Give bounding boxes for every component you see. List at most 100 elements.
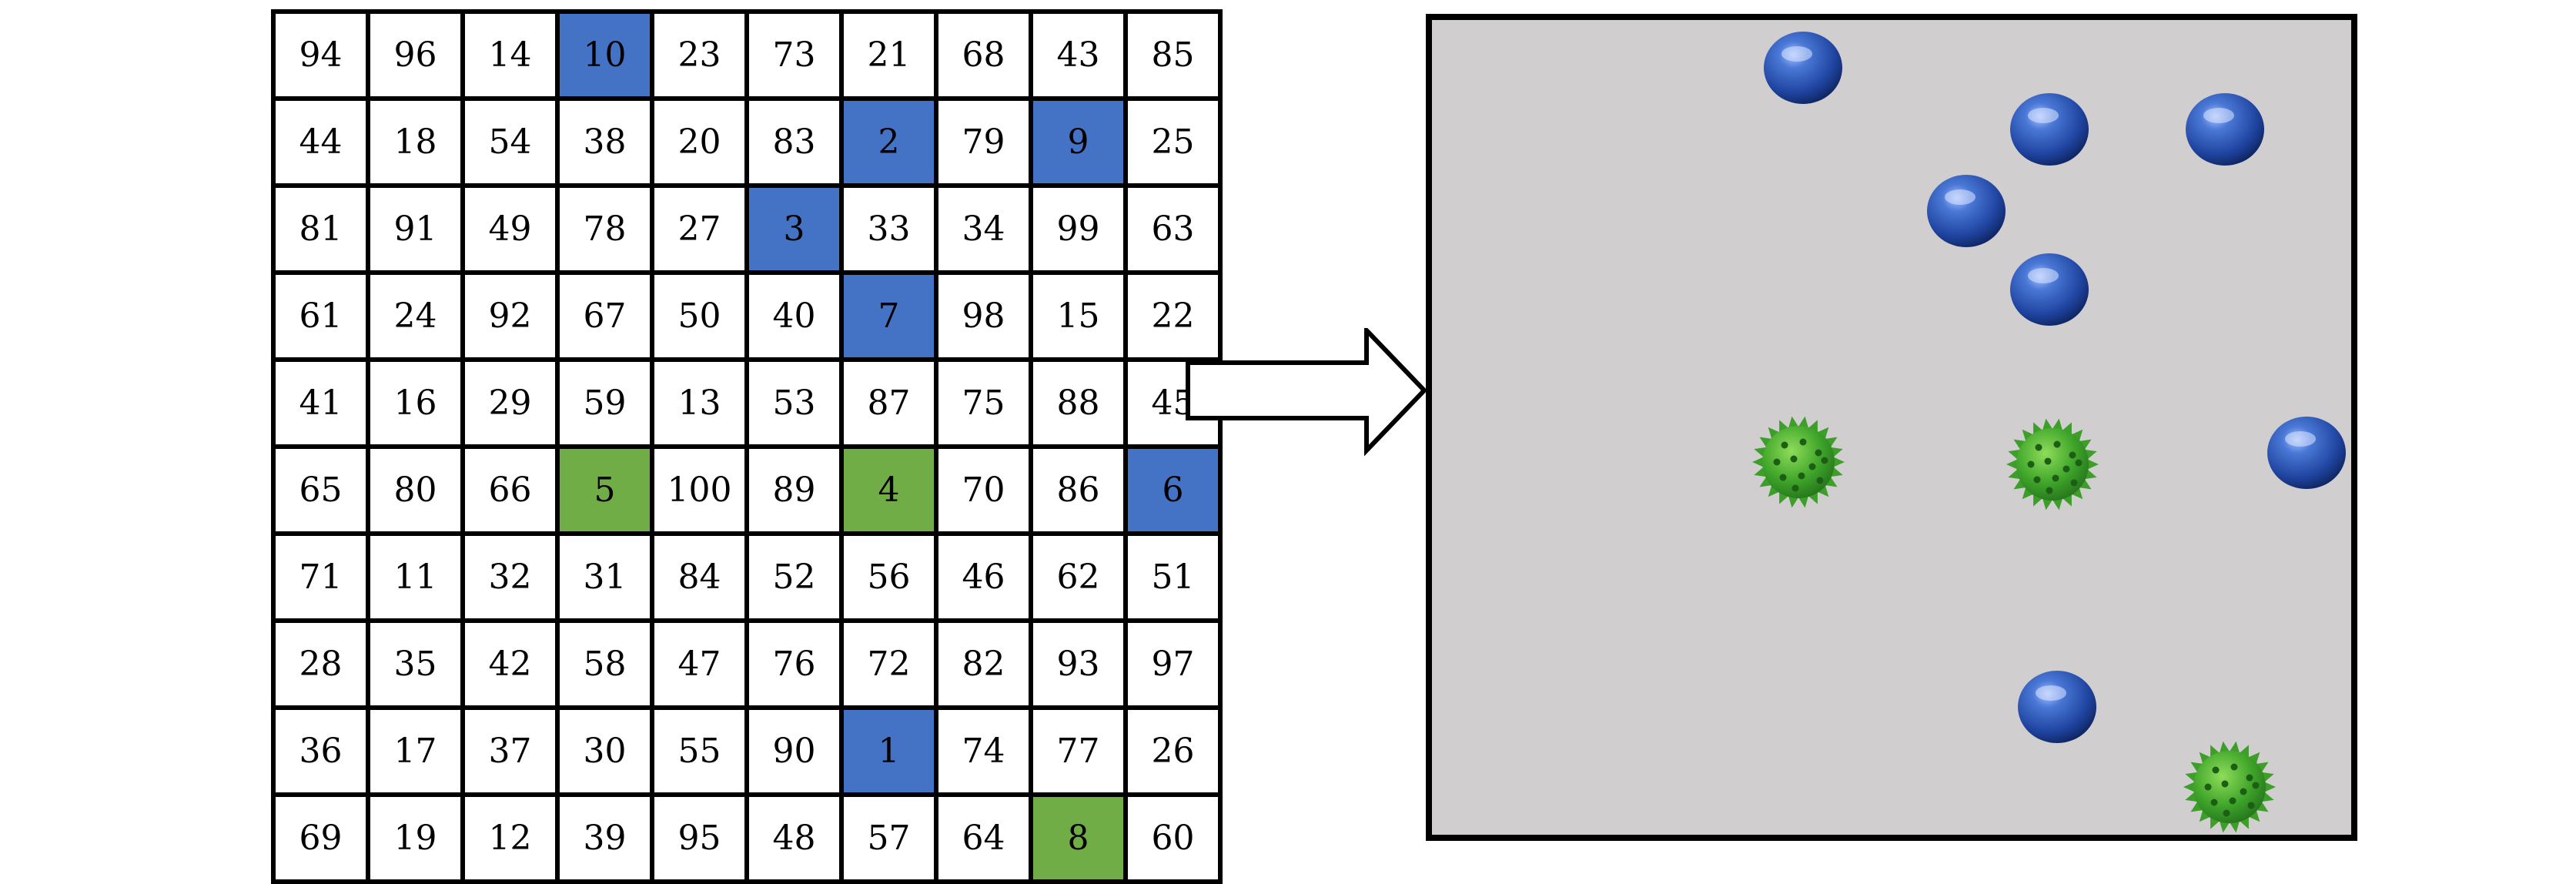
grid-cell: 8 xyxy=(1029,792,1128,884)
blue-sphere-icon xyxy=(2186,93,2264,166)
grid-cell: 18 xyxy=(366,96,465,188)
grid-cell: 62 xyxy=(1029,531,1128,623)
grid-cell: 80 xyxy=(366,444,465,536)
grid-cell: 9 xyxy=(1029,96,1128,188)
grid-cell: 51 xyxy=(1123,531,1223,623)
grid-cell: 38 xyxy=(555,96,654,188)
grid-cell: 12 xyxy=(460,792,560,884)
grid-cell: 25 xyxy=(1123,96,1223,188)
grid-cell: 37 xyxy=(460,705,560,797)
grid-cell: 33 xyxy=(839,183,938,275)
grid-cell: 49 xyxy=(460,183,560,275)
grid-cell: 6 xyxy=(1123,444,1223,536)
grid-cell: 78 xyxy=(555,183,654,275)
grid-cell: 39 xyxy=(555,792,654,884)
grid-cell: 35 xyxy=(366,618,465,710)
blue-sphere-icon xyxy=(1927,175,2006,247)
grid-cell: 5 xyxy=(555,444,654,536)
grid-cell: 75 xyxy=(934,357,1033,449)
right-arrow-icon xyxy=(1186,328,1428,457)
grid-cell: 29 xyxy=(460,357,560,449)
grid-cell: 10 xyxy=(555,9,654,101)
grid-cell: 47 xyxy=(650,618,749,710)
grid-cell: 89 xyxy=(744,444,844,536)
grid-cell: 64 xyxy=(934,792,1033,884)
grid-cell: 21 xyxy=(839,9,938,101)
blue-sphere-icon xyxy=(1764,32,1842,104)
grid-cell: 54 xyxy=(460,96,560,188)
grid-cell: 74 xyxy=(934,705,1033,797)
grid-cell: 86 xyxy=(1029,444,1128,536)
grid-cell: 99 xyxy=(1029,183,1128,275)
grid-cell: 65 xyxy=(271,444,370,536)
grid-cell: 36 xyxy=(271,705,370,797)
grid-cell: 68 xyxy=(934,9,1033,101)
grid-cell: 76 xyxy=(744,618,844,710)
grid-cell: 11 xyxy=(366,531,465,623)
grid-cell: 100 xyxy=(650,444,749,536)
grid-cell: 3 xyxy=(744,183,844,275)
grid-cell: 27 xyxy=(650,183,749,275)
grid-cell: 44 xyxy=(271,96,370,188)
green-spiky-ball-icon xyxy=(2183,741,2276,833)
grid-cell: 1 xyxy=(839,705,938,797)
grid-cell: 70 xyxy=(934,444,1033,536)
grid-cell: 55 xyxy=(650,705,749,797)
grid-cell: 88 xyxy=(1029,357,1128,449)
grid-cell: 56 xyxy=(839,531,938,623)
blue-sphere-icon xyxy=(2010,93,2089,166)
grid-cell: 90 xyxy=(744,705,844,797)
grid-cell: 98 xyxy=(934,270,1033,362)
grid-cell: 19 xyxy=(366,792,465,884)
green-spiky-ball-icon xyxy=(2006,418,2099,511)
grid-cell: 57 xyxy=(839,792,938,884)
blue-sphere-icon xyxy=(2267,417,2346,489)
grid-cell: 14 xyxy=(460,9,560,101)
grid-cell: 23 xyxy=(650,9,749,101)
grid-cell: 69 xyxy=(271,792,370,884)
particle-field xyxy=(1426,14,2357,841)
grid-cell: 60 xyxy=(1123,792,1223,884)
grid-cell: 7 xyxy=(839,270,938,362)
grid-cell: 79 xyxy=(934,96,1033,188)
grid-cell: 63 xyxy=(1123,183,1223,275)
grid-cell: 42 xyxy=(460,618,560,710)
grid-cell: 32 xyxy=(460,531,560,623)
grid-cell: 4 xyxy=(839,444,938,536)
grid-cell: 97 xyxy=(1123,618,1223,710)
grid-cell: 59 xyxy=(555,357,654,449)
grid-cell: 15 xyxy=(1029,270,1128,362)
grid-cell: 96 xyxy=(366,9,465,101)
grid-cell: 41 xyxy=(271,357,370,449)
grid-cell: 77 xyxy=(1029,705,1128,797)
grid-cell: 72 xyxy=(839,618,938,710)
grid-cell: 50 xyxy=(650,270,749,362)
green-spiky-ball-icon xyxy=(1752,416,1845,508)
grid-cell: 61 xyxy=(271,270,370,362)
grid-cell: 13 xyxy=(650,357,749,449)
grid-cell: 94 xyxy=(271,9,370,101)
grid-cell: 16 xyxy=(366,357,465,449)
grid-cell: 91 xyxy=(366,183,465,275)
grid-cell: 20 xyxy=(650,96,749,188)
grid-cell: 83 xyxy=(744,96,844,188)
blue-sphere-icon xyxy=(2010,253,2089,326)
blue-sphere-icon xyxy=(2018,671,2096,743)
grid-cell: 43 xyxy=(1029,9,1128,101)
grid-cell: 84 xyxy=(650,531,749,623)
grid-cell: 66 xyxy=(460,444,560,536)
grid-cell: 93 xyxy=(1029,618,1128,710)
grid-cell: 92 xyxy=(460,270,560,362)
grid-cell: 71 xyxy=(271,531,370,623)
